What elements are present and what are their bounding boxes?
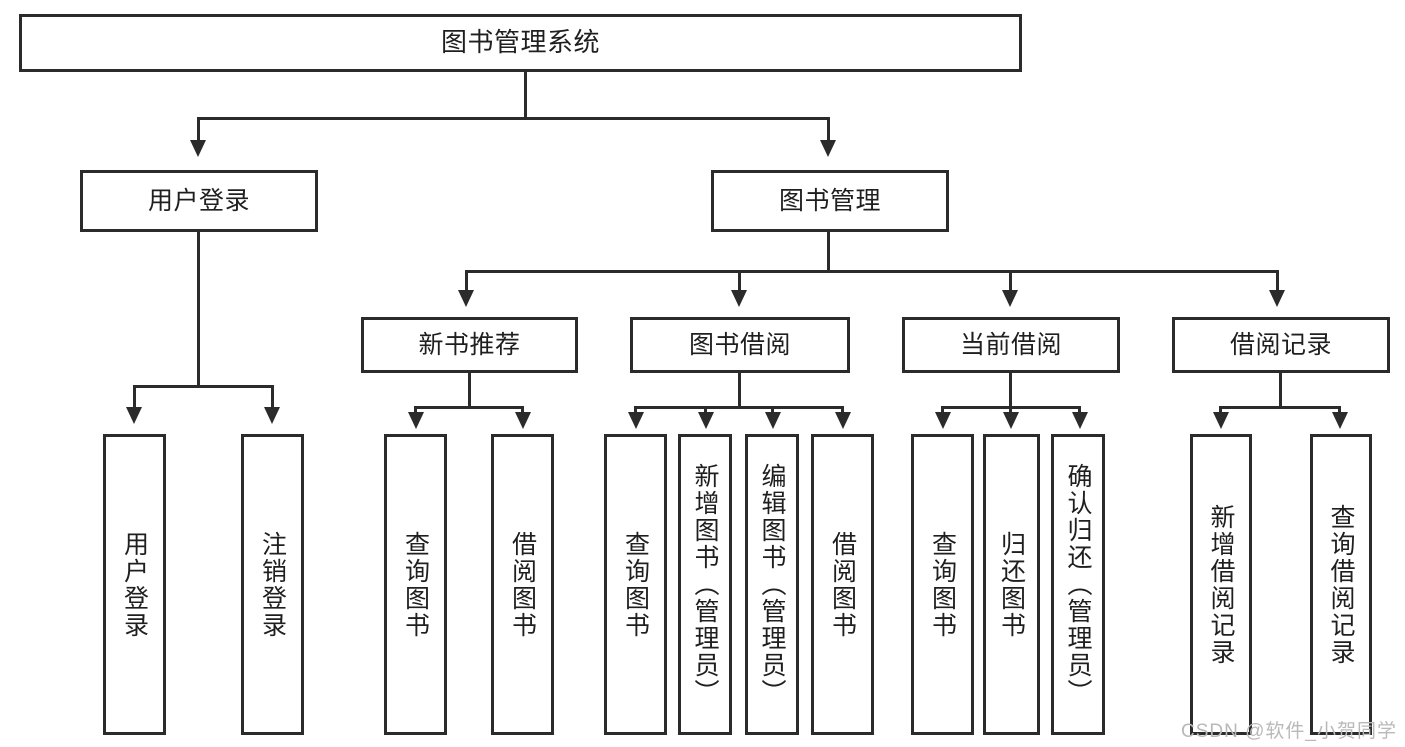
node-book-management[interactable]: 图书管理 <box>711 170 949 232</box>
arrow-to-leaf-edit-book <box>765 412 781 429</box>
node-label: 查询图书 <box>928 530 957 639</box>
node-label: 注销登录 <box>258 530 287 639</box>
node-new-book-recommend[interactable]: 新书推荐 <box>361 317 578 373</box>
arrow-to-book-borrow <box>731 290 747 307</box>
connector-to-book-borrow <box>738 270 741 292</box>
node-label: 确认归还（管理员） <box>1064 463 1092 706</box>
arrow-to-book-mgmt <box>820 140 836 157</box>
node-label: 新增图书（管理员） <box>691 463 719 706</box>
node-label: 查询借阅记录 <box>1327 503 1355 666</box>
connector-to-current-borrow <box>1009 270 1012 292</box>
node-label: 图书管理 <box>778 186 881 215</box>
arrow-to-current-borrow <box>1002 290 1018 307</box>
connector-user-login-bus <box>133 385 273 388</box>
node-label: 归还图书 <box>997 530 1026 639</box>
connector-new-book-stem <box>468 373 471 409</box>
node-label: 新增借阅记录 <box>1207 503 1235 666</box>
arrow-to-leaf-add-record <box>1213 412 1229 429</box>
arrow-to-leaf-borrow-book-1 <box>515 412 531 429</box>
arrow-to-leaf-add-book <box>698 412 714 429</box>
leaf-return-book[interactable]: 归还图书 <box>983 434 1040 735</box>
node-label: 当前借阅 <box>959 330 1062 359</box>
node-label: 借阅图书 <box>828 530 857 639</box>
connector-root-to-user-login <box>197 117 200 143</box>
arrow-to-leaf-borrow-book-2 <box>835 412 851 429</box>
arrow-to-user-login <box>190 140 206 157</box>
connector-book-borrow-bus <box>634 406 844 409</box>
connector-current-borrow-stem <box>1009 373 1012 409</box>
connector-level3-bus <box>465 270 1279 273</box>
leaf-user-login[interactable]: 用户登录 <box>103 434 166 735</box>
leaf-borrow-book[interactable]: 借阅图书 <box>811 434 874 735</box>
leaf-query-borrow-record[interactable]: 查询借阅记录 <box>1310 434 1372 735</box>
connector-user-login-right <box>271 385 274 409</box>
node-label: 用户登录 <box>147 186 250 215</box>
node-label: 借阅图书 <box>508 530 537 639</box>
leaf-query-book-current[interactable]: 查询图书 <box>911 434 974 735</box>
connector-to-borrow-record <box>1276 270 1279 292</box>
node-label: 查询图书 <box>401 530 430 639</box>
leaf-confirm-return-admin[interactable]: 确认归还（管理员） <box>1051 434 1105 735</box>
arrow-to-leaf-query-book-2 <box>628 412 644 429</box>
connector-user-login-stem <box>197 232 200 385</box>
arrow-to-leaf-query-book-1 <box>408 412 424 429</box>
connector-new-book-bus <box>414 406 524 409</box>
arrow-to-leaf-query-book-3 <box>935 412 951 429</box>
connector-borrow-record-stem <box>1279 373 1282 409</box>
arrow-to-leaf-user-login <box>126 407 142 424</box>
node-borrow-record[interactable]: 借阅记录 <box>1172 317 1390 373</box>
arrow-to-new-book-recommend <box>458 290 474 307</box>
node-label: 图书借阅 <box>688 330 791 359</box>
leaf-add-borrow-record[interactable]: 新增借阅记录 <box>1190 434 1252 735</box>
node-label: 借阅记录 <box>1229 330 1332 359</box>
leaf-add-book-admin[interactable]: 新增图书（管理员） <box>678 434 732 735</box>
arrow-to-leaf-query-record <box>1332 412 1348 429</box>
connector-root-to-book-mgmt <box>827 117 830 143</box>
leaf-edit-book-admin[interactable]: 编辑图书（管理员） <box>745 434 799 735</box>
node-label: 查询图书 <box>621 530 650 639</box>
node-label: 新书推荐 <box>418 330 521 359</box>
leaf-query-book-borrow[interactable]: 查询图书 <box>604 434 667 735</box>
connector-to-new-book <box>465 270 468 292</box>
connector-user-login-left <box>133 385 136 409</box>
node-book-borrow[interactable]: 图书借阅 <box>630 317 850 373</box>
node-user-login[interactable]: 用户登录 <box>80 170 318 232</box>
node-label: 用户登录 <box>120 530 149 639</box>
connector-book-borrow-stem <box>738 373 741 409</box>
leaf-logout[interactable]: 注销登录 <box>241 434 304 735</box>
node-root-system[interactable]: 图书管理系统 <box>19 14 1022 72</box>
connector-borrow-record-bus <box>1219 406 1341 409</box>
node-label: 图书管理系统 <box>440 27 600 58</box>
arrow-to-leaf-return-book <box>1003 412 1019 429</box>
leaf-borrow-book-recommend[interactable]: 借阅图书 <box>491 434 554 735</box>
leaf-query-book-recommend[interactable]: 查询图书 <box>384 434 447 735</box>
arrow-to-leaf-logout <box>264 407 280 424</box>
connector-root-stem <box>524 72 527 117</box>
arrow-to-leaf-confirm-return <box>1072 412 1088 429</box>
node-current-borrow[interactable]: 当前借阅 <box>902 317 1120 373</box>
connector-book-mgmt-stem <box>827 232 830 272</box>
node-label: 编辑图书（管理员） <box>758 463 786 706</box>
arrow-to-borrow-record <box>1269 290 1285 307</box>
connector-root-bus <box>197 117 830 120</box>
